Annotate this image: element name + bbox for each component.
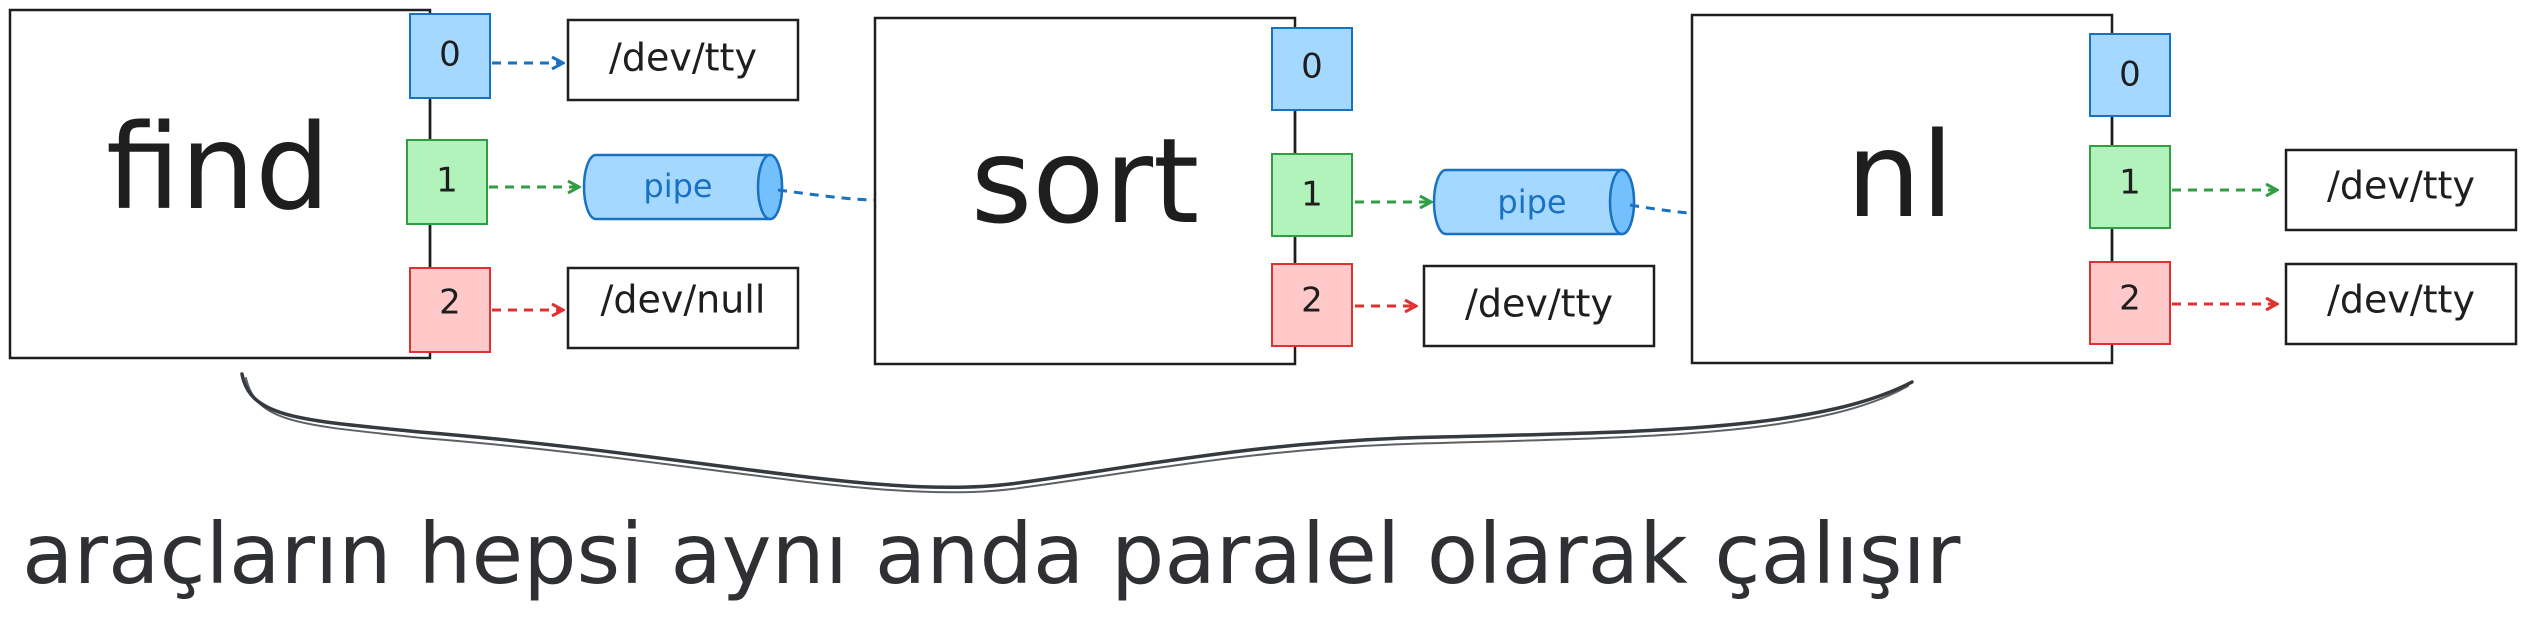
fd-stdout: 1 (406, 139, 488, 225)
pipe-2: pipe (1432, 168, 1636, 236)
fd-stdin: 0 (2089, 33, 2171, 117)
svg-text:1: 1 (1301, 175, 1323, 215)
process-sort: sort (873, 16, 1297, 366)
grouping-brace-shadow (245, 377, 1909, 494)
fd-stdin: 0 (1271, 27, 1353, 111)
svg-text:/dev/tty: /dev/tty (1465, 282, 1613, 326)
process-name: sort (971, 112, 1199, 250)
svg-text:0: 0 (1301, 47, 1323, 87)
fd-stdout: 1 (2089, 145, 2171, 229)
svg-text:/dev/tty: /dev/tty (2327, 164, 2475, 208)
svg-text:pipe: pipe (1497, 183, 1566, 221)
process-name: find (106, 98, 330, 236)
process-box (1690, 13, 2114, 365)
fd-stderr: 2 (409, 267, 491, 353)
svg-text:/dev/tty: /dev/tty (609, 36, 757, 80)
svg-text:/dev/null: /dev/null (601, 278, 766, 322)
svg-text:/dev/tty: /dev/tty (2327, 278, 2475, 322)
svg-text:1: 1 (2119, 163, 2141, 203)
process-nl: nl (1690, 13, 2114, 365)
process-find: find (8, 8, 432, 360)
svg-text:2: 2 (439, 283, 461, 323)
caption: araçların hepsi aynı anda paralel olarak… (22, 505, 1961, 603)
target-dev-tty: /dev/tty (566, 18, 800, 102)
fd-stdout: 1 (1271, 153, 1353, 237)
target-dev-tty: /dev/tty (1422, 264, 1656, 348)
svg-text:0: 0 (439, 35, 461, 75)
process-box (8, 8, 432, 360)
target-dev-tty: /dev/tty (2284, 262, 2518, 346)
fd-stderr: 2 (2089, 261, 2171, 345)
target-dev-null: /dev/null (566, 266, 800, 350)
svg-text:2: 2 (2119, 279, 2141, 319)
svg-text:1: 1 (436, 161, 458, 201)
pipe-1: pipe (582, 153, 784, 221)
process-box (873, 16, 1297, 366)
grouping-brace (240, 372, 1914, 490)
svg-text:2: 2 (1301, 281, 1323, 321)
svg-text:0: 0 (2119, 55, 2141, 95)
svg-text:pipe: pipe (643, 167, 712, 205)
fd-stdin: 0 (409, 13, 491, 99)
fd-stderr: 2 (1271, 263, 1353, 347)
target-dev-tty: /dev/tty (2284, 148, 2518, 232)
process-name: nl (1846, 106, 1954, 244)
